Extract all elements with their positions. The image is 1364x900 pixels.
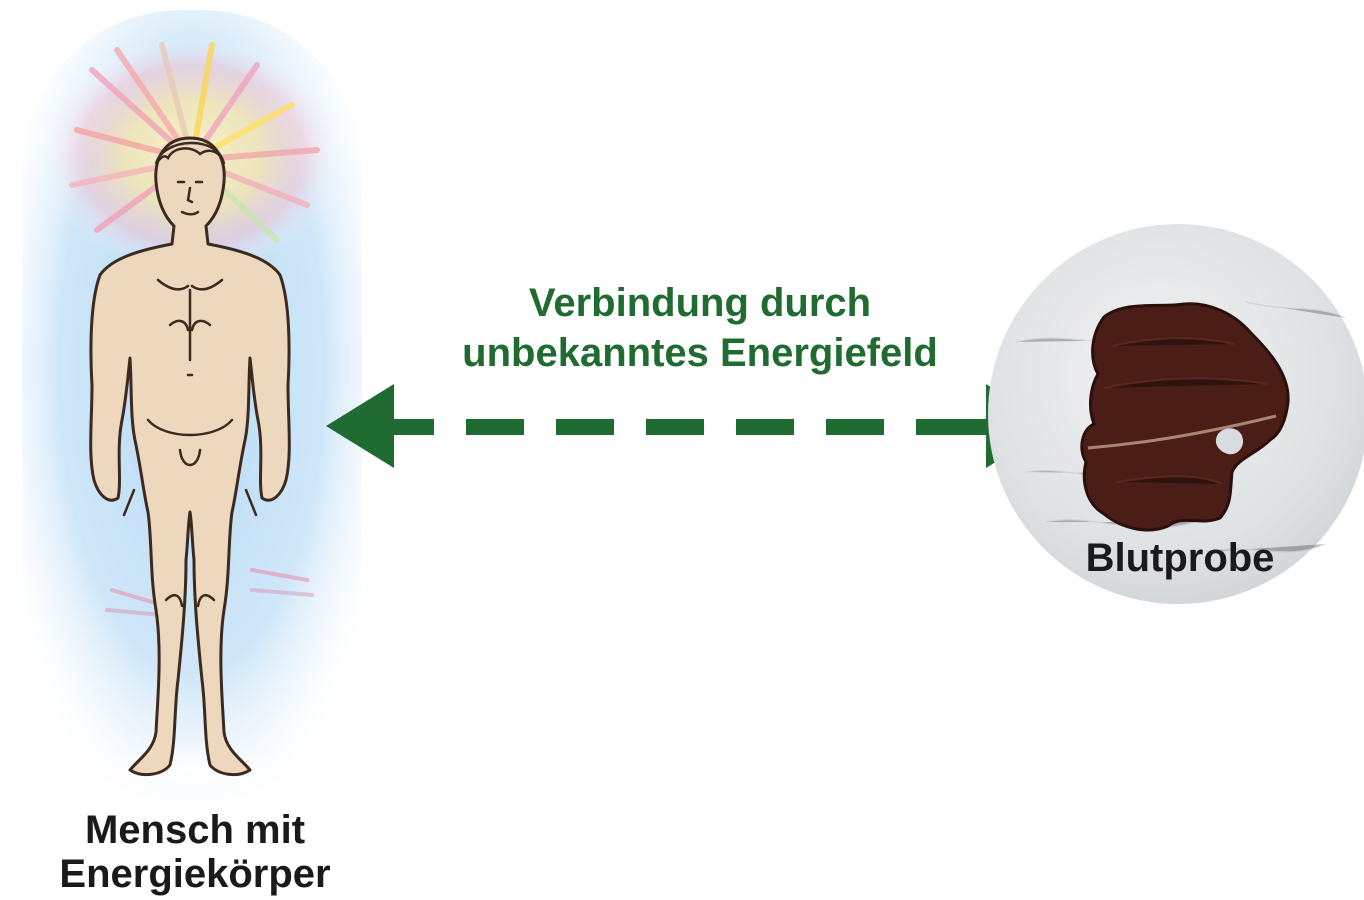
human-body-icon [70, 120, 310, 800]
connection-label-line2: unbekanntes Energiefeld [380, 328, 1020, 378]
blood-sample-label: Blutprobe [1040, 536, 1320, 580]
human-label-line1: Mensch mit [0, 808, 390, 852]
connection-label: Verbindung durch unbekanntes Energiefeld [380, 278, 1020, 378]
human-label-line2: Energiekörper [0, 852, 390, 896]
bidirectional-dashed-arrow-icon [320, 382, 1060, 472]
connection-label-line1: Verbindung durch [380, 278, 1020, 328]
human-label: Mensch mit Energiekörper [0, 808, 390, 896]
